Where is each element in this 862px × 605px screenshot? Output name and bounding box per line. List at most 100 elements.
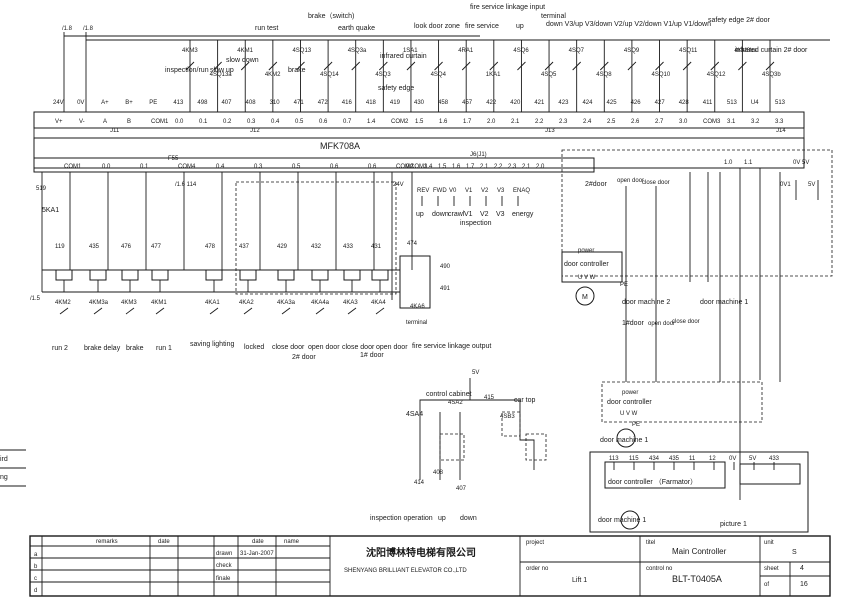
door2-term-1: 1.0	[724, 160, 733, 166]
coil-3	[151, 269, 169, 281]
top-wire-28: 513	[727, 100, 738, 106]
group-open-door-2: open door	[376, 344, 408, 351]
group-close-door-2: close door	[342, 344, 375, 351]
coil-wire-5: 437	[239, 244, 250, 250]
connector-j13: J13	[545, 128, 555, 134]
connector-j11: J11	[110, 128, 120, 134]
inspection-sw-box-2	[501, 411, 521, 437]
top-contact-2: 4KM1	[237, 48, 253, 54]
door2-motor-m: M	[582, 294, 588, 301]
door2-uvw: U V W	[578, 275, 596, 281]
terminal-top-4: COM1	[151, 119, 169, 125]
label-down-v3: down V3/up V3/down V2/up V2/down V1/up V…	[546, 21, 711, 28]
farm-term-3: 435	[669, 456, 680, 462]
out-right-2: 1.4	[424, 164, 433, 170]
farm-term-6: 0V	[729, 456, 736, 462]
top-contact-10: 4RA1	[458, 48, 474, 54]
controller-box: MFK708A	[33, 137, 805, 169]
door1-open: open door	[648, 321, 675, 327]
group-brake-delay: brake delay	[84, 345, 121, 352]
terminal-top-28: 3.1	[727, 119, 736, 125]
door1-power: power	[622, 390, 638, 396]
top-wire-1: 0V	[77, 100, 84, 106]
top-wire-9: 310	[270, 100, 281, 106]
sb3: 4SB3	[500, 414, 515, 420]
margin-note-2: ng	[0, 474, 8, 481]
out-right-0: COM2	[396, 164, 414, 170]
door-machine-2-label: door machine 2	[622, 299, 670, 306]
door2-controller-box	[561, 251, 623, 283]
tb-name: name	[284, 539, 300, 545]
signal-4: V2	[481, 188, 489, 194]
inspection-up: up	[438, 515, 446, 522]
margin-notes: ird ng	[0, 449, 26, 487]
out-right-10: 2.0	[536, 164, 545, 170]
top-contact-14: 4SQ7	[569, 48, 585, 54]
top-wire-13: 418	[366, 100, 377, 106]
label-safety-edge: safety edge	[378, 85, 414, 92]
group-close-door: close door	[272, 344, 305, 351]
wire-top-2: /1.8	[83, 26, 94, 32]
tb-company-cn: 沈阳博林特电梯有限公司	[366, 546, 476, 559]
group-2-door: 2# door	[292, 354, 316, 361]
out-left-1: 0.0	[102, 164, 111, 170]
signal-area: 24V REVupFWDdownV0crawlV1V1V2V2V3V3ENAQe…	[391, 172, 534, 310]
top-contact-18: 4SQ11	[679, 48, 698, 54]
top-contact-17: 4SQ10	[652, 72, 671, 78]
coil-2	[121, 269, 139, 281]
inspection-sw-box-1	[439, 433, 465, 461]
door-machine-1-label: door machine 1	[700, 299, 748, 306]
coil-wire-2: 476	[121, 244, 132, 250]
top-contact-12: 4SQ6	[513, 48, 529, 54]
out-left-4: 0.4	[216, 164, 225, 170]
wire-1-5: /1.5	[30, 296, 41, 302]
top-wire-4: PE	[149, 100, 157, 106]
door1-motor	[616, 428, 636, 448]
wire-f55: F55	[168, 156, 179, 162]
coil-label-5: 4KA2	[239, 300, 254, 306]
farmator-frame	[589, 451, 809, 533]
door1-close: close door	[672, 319, 700, 325]
top-bus: /1.8 /1.8	[62, 26, 830, 112]
coil-9	[371, 269, 389, 281]
out-left-6: 0.5	[292, 164, 301, 170]
terminal-top-6: 0.1	[199, 119, 208, 125]
coil-wire-9: 431	[371, 244, 382, 250]
tb-of: of	[764, 582, 769, 588]
out-left-5: 0.3	[254, 164, 263, 170]
top-wire-30: 513	[775, 100, 786, 106]
terminal-top-16: 1.6	[439, 119, 448, 125]
out-right-1: COM3	[410, 164, 428, 170]
farmator-motor	[620, 510, 640, 530]
top-wire-14: 419	[390, 100, 401, 106]
top-contact-5: 4SQ14	[320, 72, 339, 78]
wire-519: 519	[36, 186, 47, 192]
out-right-5: 1.7	[466, 164, 475, 170]
wire-414: 414	[414, 480, 425, 486]
wire-0v1: 0V1	[780, 182, 791, 188]
margin-note-1: ird	[0, 456, 8, 463]
tb-row-c: c	[34, 576, 37, 582]
label-inspection-run: inspection/run	[165, 67, 209, 74]
out-left-0: COM1	[64, 164, 82, 170]
signal-0: REV	[417, 188, 429, 194]
label-run-test: run test	[255, 25, 278, 32]
coil-6	[277, 269, 295, 281]
label-inspection: inspection	[460, 220, 492, 227]
label-terminal: terminal	[541, 13, 566, 20]
label-slow-down: slow down	[226, 57, 259, 64]
terminal-top-21: 2.3	[559, 119, 568, 125]
top-wire-8: 408	[246, 100, 257, 106]
coil-wire-1: 435	[89, 244, 100, 250]
terminal-top-7: 0.2	[223, 119, 232, 125]
wire-491: 491	[440, 286, 451, 292]
tb-remarks: remarks	[96, 539, 118, 545]
out-right-9: 2.1	[522, 164, 531, 170]
top-wire-0: 24V	[53, 100, 64, 106]
farmator-block: door controller （Farmator） picture 1 doo…	[589, 451, 809, 533]
door2-power: power	[578, 248, 594, 254]
